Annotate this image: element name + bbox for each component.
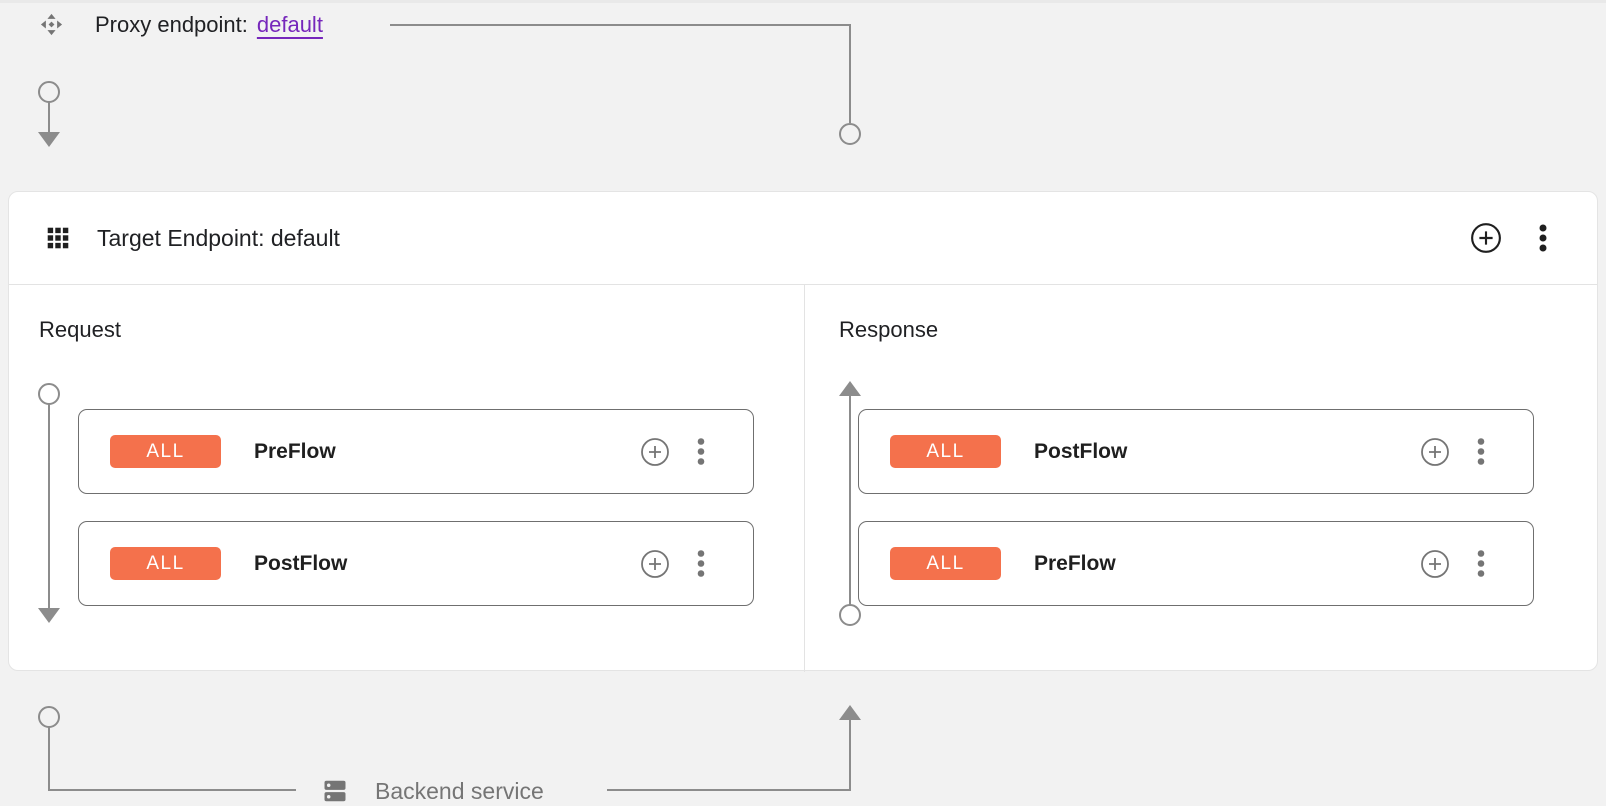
flow-name: PreFlow (1034, 551, 1116, 575)
kebab-menu-icon (1477, 550, 1485, 577)
target-endpoint-panel: Target Endpoint: default Request Respons… (8, 191, 1598, 672)
kebab-menu-icon (1477, 438, 1485, 465)
add-circle-icon (641, 549, 669, 578)
target-endpoint-menu-button[interactable] (1539, 222, 1547, 254)
flow-name: PostFlow (254, 551, 348, 575)
add-step-button[interactable] (1420, 437, 1450, 467)
proxy-endpoint-label: Proxy endpoint: (95, 11, 248, 37)
flow-card-response-preflow[interactable]: ALL PreFlow (858, 521, 1534, 606)
target-endpoint-title: Target Endpoint: default (97, 224, 340, 251)
add-step-button[interactable] (640, 437, 670, 467)
flow-card-request-preflow[interactable]: ALL PreFlow (78, 409, 754, 494)
condition-badge: ALL (110, 547, 221, 580)
add-circle-icon (1421, 437, 1449, 466)
flow-name: PostFlow (1034, 439, 1128, 463)
condition-badge: ALL (890, 435, 1001, 468)
server-icon (324, 780, 346, 802)
kebab-menu-icon (697, 550, 705, 577)
flow-card-request-postflow[interactable]: ALL PostFlow (78, 521, 754, 606)
proxy-endpoint-link[interactable]: default (256, 11, 323, 37)
kebab-menu-icon (1539, 224, 1547, 252)
grid-icon (47, 227, 69, 249)
response-column-label: Response (839, 317, 939, 342)
flow-menu-button[interactable] (1477, 437, 1485, 466)
flow-menu-button[interactable] (1477, 549, 1485, 578)
target-endpoint-header: Target Endpoint: default (9, 192, 1597, 285)
flow-name: PreFlow (254, 439, 336, 463)
add-circle-icon (1471, 223, 1501, 253)
flow-menu-button[interactable] (697, 549, 705, 578)
flow-menu-button[interactable] (697, 437, 705, 466)
add-step-button[interactable] (1420, 549, 1450, 579)
move-icon[interactable] (38, 11, 65, 38)
add-circle-icon (641, 437, 669, 466)
add-step-button[interactable] (640, 549, 670, 579)
backend-service-row: Backend service (321, 771, 544, 806)
proxy-endpoint-row: Proxy endpoint: default (38, 11, 323, 38)
add-circle-icon (1421, 549, 1449, 578)
add-policy-button[interactable] (1470, 222, 1502, 254)
condition-badge: ALL (110, 435, 221, 468)
kebab-menu-icon (697, 438, 705, 465)
backend-service-label: Backend service (375, 777, 544, 804)
column-divider (804, 285, 805, 672)
request-column-label: Request (39, 317, 121, 342)
condition-badge: ALL (890, 547, 1001, 580)
flow-card-response-postflow[interactable]: ALL PostFlow (858, 409, 1534, 494)
